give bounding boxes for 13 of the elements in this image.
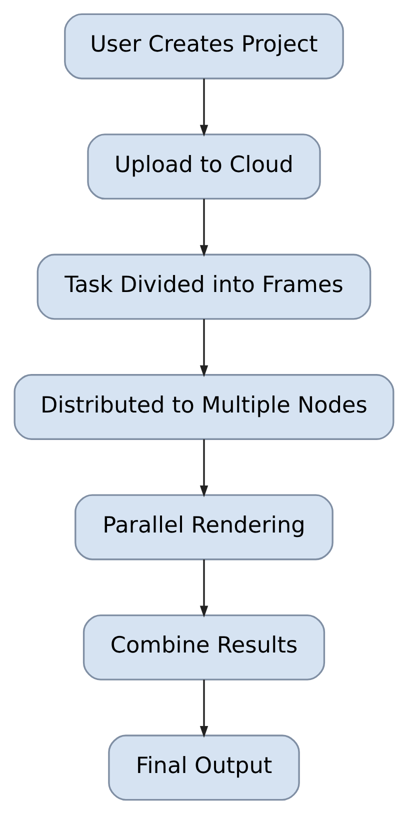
node-box: User Creates Project bbox=[64, 13, 344, 80]
node-box: Final Output bbox=[108, 734, 300, 801]
node-box: Upload to Cloud bbox=[86, 134, 320, 200]
node-box: Task Divided into Frames bbox=[36, 254, 371, 320]
arrow bbox=[199, 78, 208, 137]
arrow bbox=[199, 198, 208, 257]
arrow bbox=[199, 680, 208, 738]
node-box: Parallel Rendering bbox=[74, 494, 333, 560]
arrow bbox=[199, 319, 208, 378]
node-box: Distributed to Multiple Nodes bbox=[13, 374, 394, 440]
node-box: Combine Results bbox=[82, 614, 325, 680]
arrow bbox=[199, 559, 208, 618]
arrow bbox=[199, 439, 208, 498]
